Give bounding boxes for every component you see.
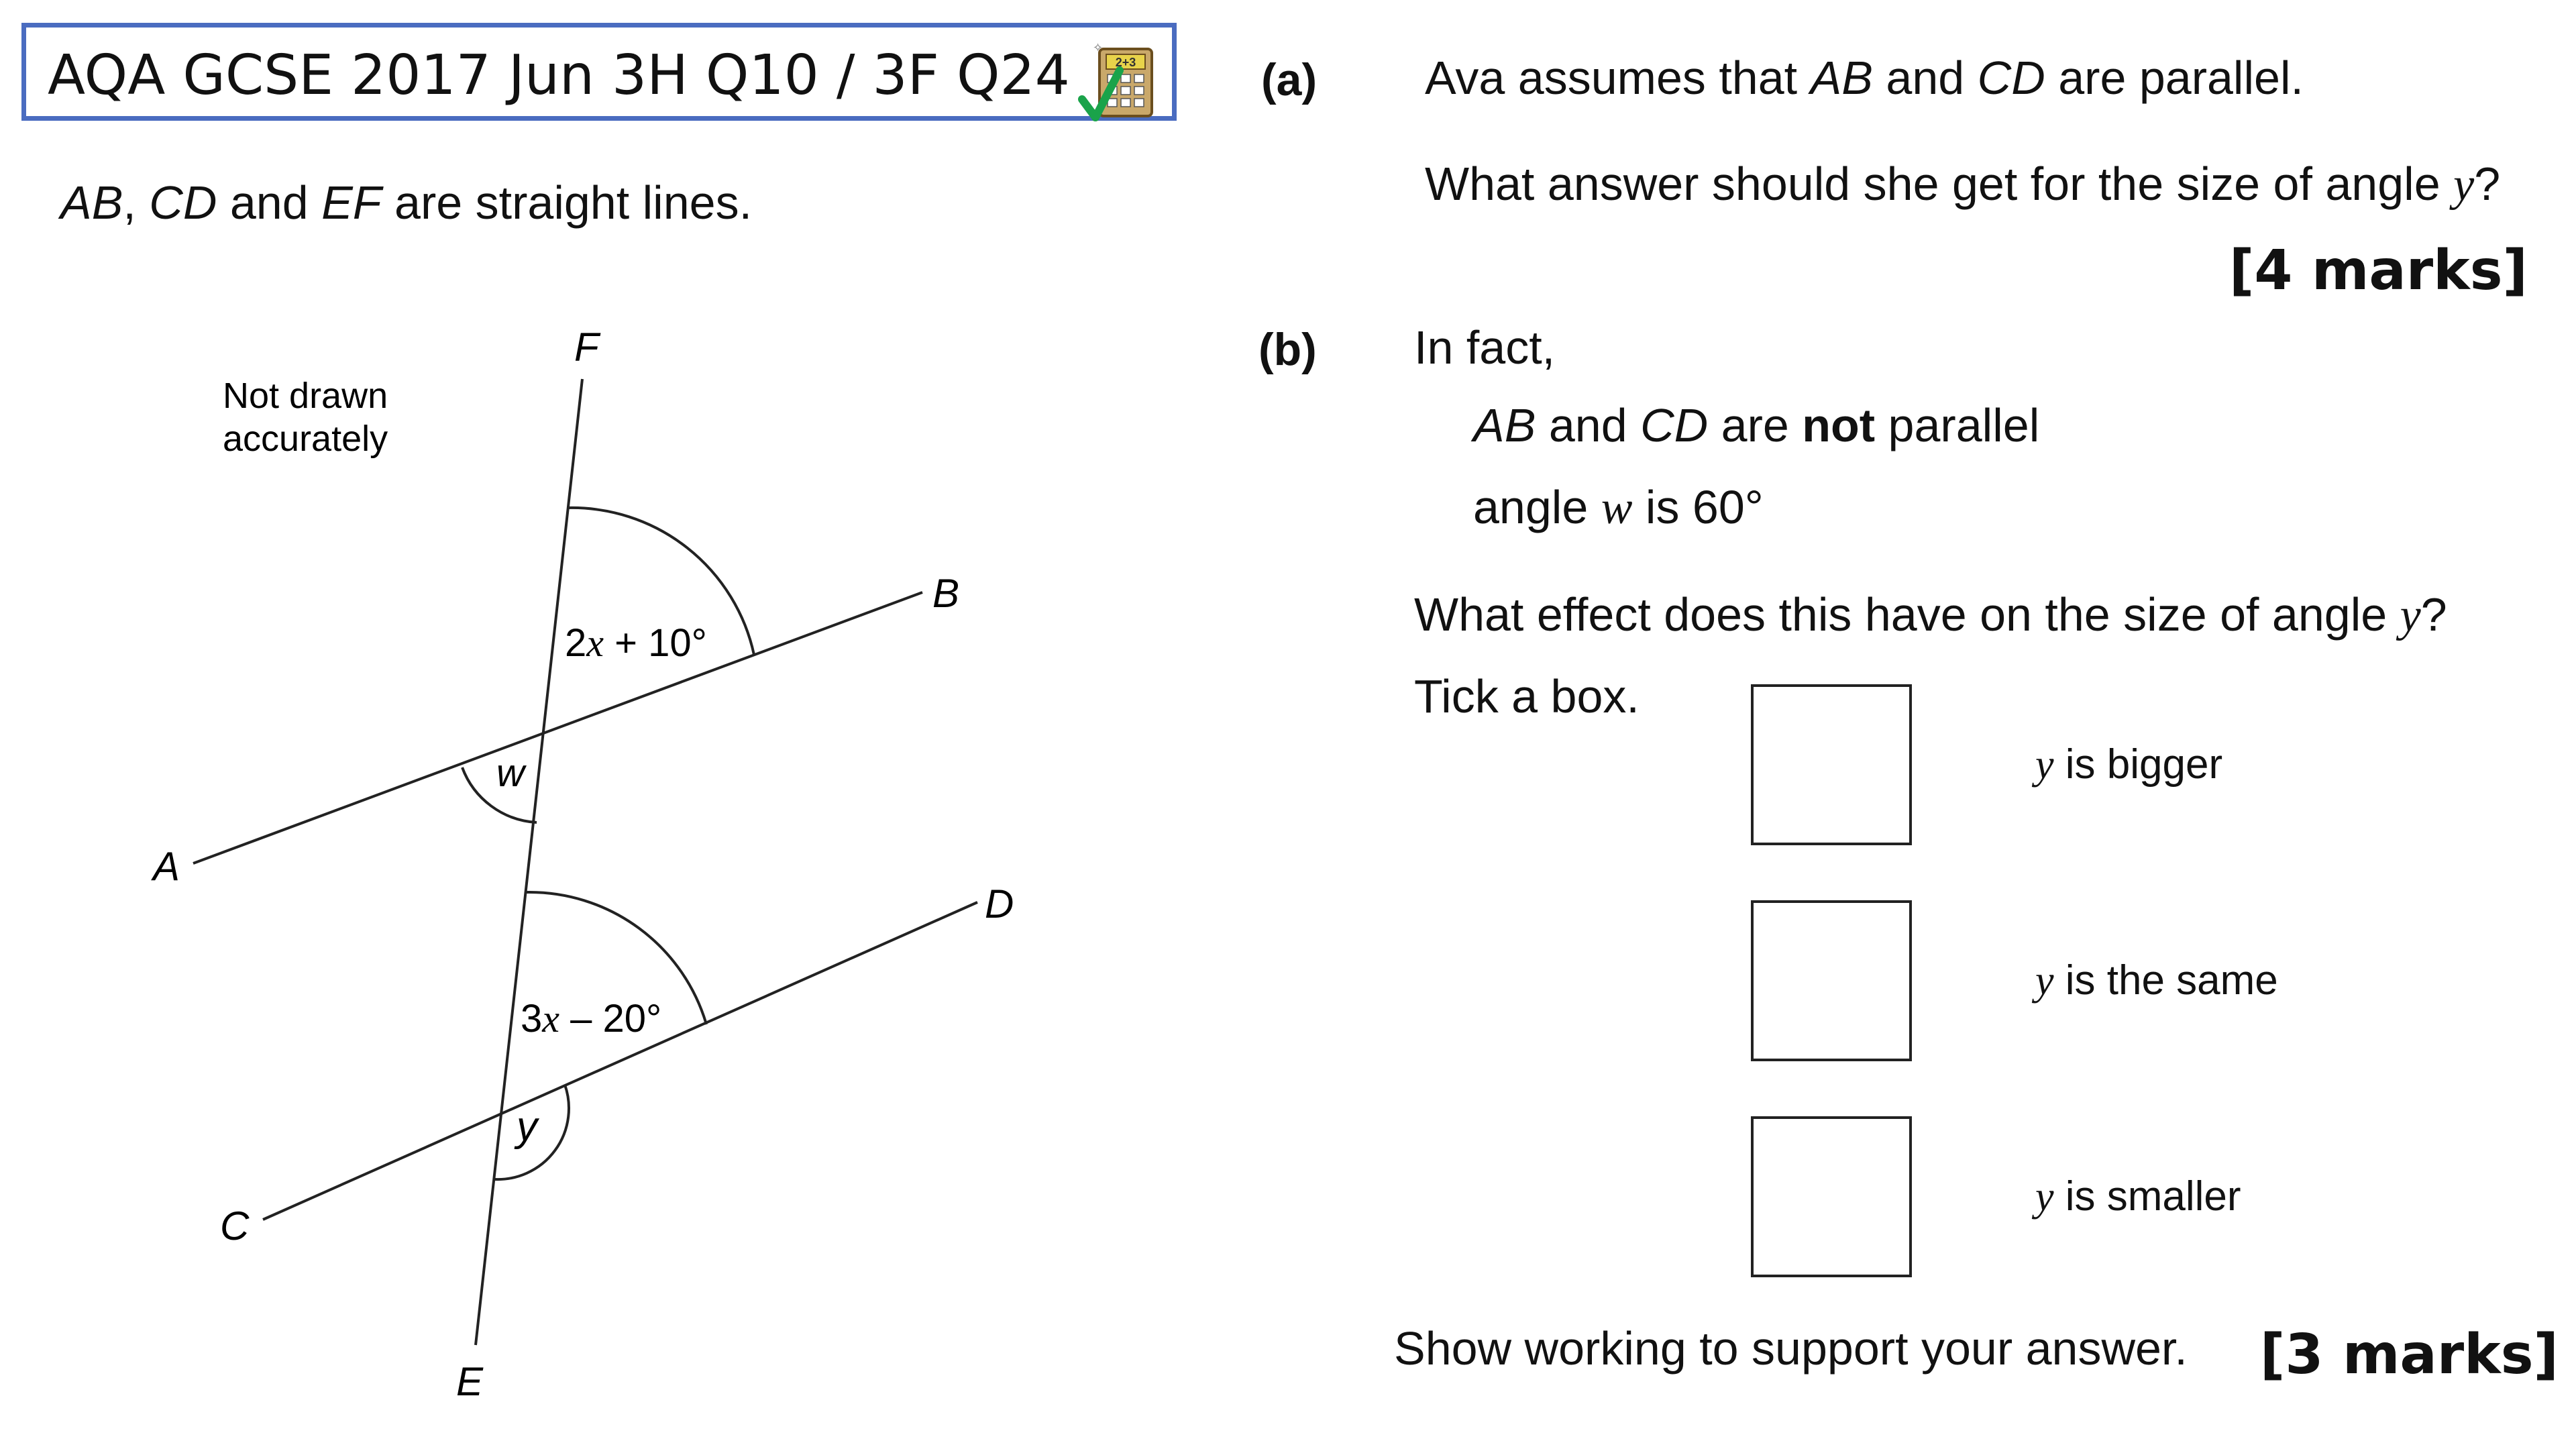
- part-b-condition-2: angle w is 60°: [1473, 481, 1764, 534]
- line-ab: AB: [60, 176, 123, 229]
- calculator-screen-text: 2+3: [1116, 56, 1136, 69]
- tickbox-bigger[interactable]: [1751, 684, 1912, 845]
- line-ef: [474, 378, 584, 1346]
- part-b-question: What effect does this have on the size o…: [1414, 588, 2447, 641]
- angle-label-w: w: [496, 751, 527, 795]
- option-smaller: y is smaller: [2035, 1173, 2241, 1220]
- title-box: AQA GCSE 2017 Jun 3H Q10 / 3F Q24 2+3 ✧: [21, 23, 1177, 121]
- point-label-c: C: [220, 1203, 250, 1248]
- point-label-d: D: [985, 881, 1014, 926]
- intro-sep: ,: [123, 176, 150, 229]
- angle-label-bottom: 3x – 20°: [521, 997, 661, 1040]
- page-title: AQA GCSE 2017 Jun 3H Q10 / 3F Q24: [48, 44, 1070, 107]
- angle-label-top: 2x + 10°: [565, 621, 707, 665]
- show-working: Show working to support your answer.: [1394, 1322, 2188, 1375]
- part-a-marks: [4 marks]: [2229, 239, 2528, 303]
- check-icon: [1078, 66, 1124, 121]
- angle-diagram: Not drawn accurately F B A D C E 2x + 10…: [151, 325, 1014, 1404]
- part-a-label: (a): [1261, 54, 1318, 105]
- svg-text:✧: ✧: [1093, 41, 1103, 54]
- part-b-label: (b): [1258, 324, 1317, 375]
- arc-w: [461, 767, 537, 824]
- diagram-note-line2: accurately: [223, 419, 388, 459]
- tickbox-same[interactable]: [1751, 900, 1912, 1061]
- angle-label-y: y: [514, 1104, 540, 1150]
- line-ab: [193, 591, 923, 865]
- tickbox-smaller[interactable]: [1751, 1116, 1912, 1277]
- option-same: y is the same: [2035, 957, 2278, 1004]
- part-b-marks: [3 marks]: [2259, 1323, 2559, 1387]
- intro-and: and: [217, 176, 322, 229]
- point-label-e: E: [456, 1359, 484, 1404]
- part-a-line1: Ava assumes that AB and CD are parallel.: [1425, 52, 2304, 104]
- arc-y: [494, 1084, 570, 1181]
- line-cd: [262, 901, 978, 1221]
- intro-end: are straight lines.: [381, 176, 753, 229]
- point-label-a: A: [151, 844, 180, 889]
- arc-bottom: [526, 890, 708, 1025]
- point-label-f: F: [574, 325, 601, 370]
- part-b-in-fact: In fact,: [1414, 321, 1556, 374]
- part-b-condition-1: AB and CD are not parallel: [1473, 399, 2040, 451]
- part-a-line2: What answer should she get for the size …: [1425, 158, 2501, 211]
- option-bigger: y is bigger: [2035, 741, 2223, 788]
- intro-statement: AB, CD and EF are straight lines.: [60, 176, 752, 229]
- line-cd: CD: [149, 176, 217, 229]
- calculator-icon: 2+3 ✧: [1078, 41, 1153, 121]
- tick-instruction: Tick a box.: [1414, 670, 1640, 722]
- diagram-note-line1: Not drawn: [223, 376, 388, 416]
- line-ef: EF: [321, 176, 382, 229]
- arc-top: [567, 506, 755, 655]
- point-label-b: B: [932, 571, 959, 616]
